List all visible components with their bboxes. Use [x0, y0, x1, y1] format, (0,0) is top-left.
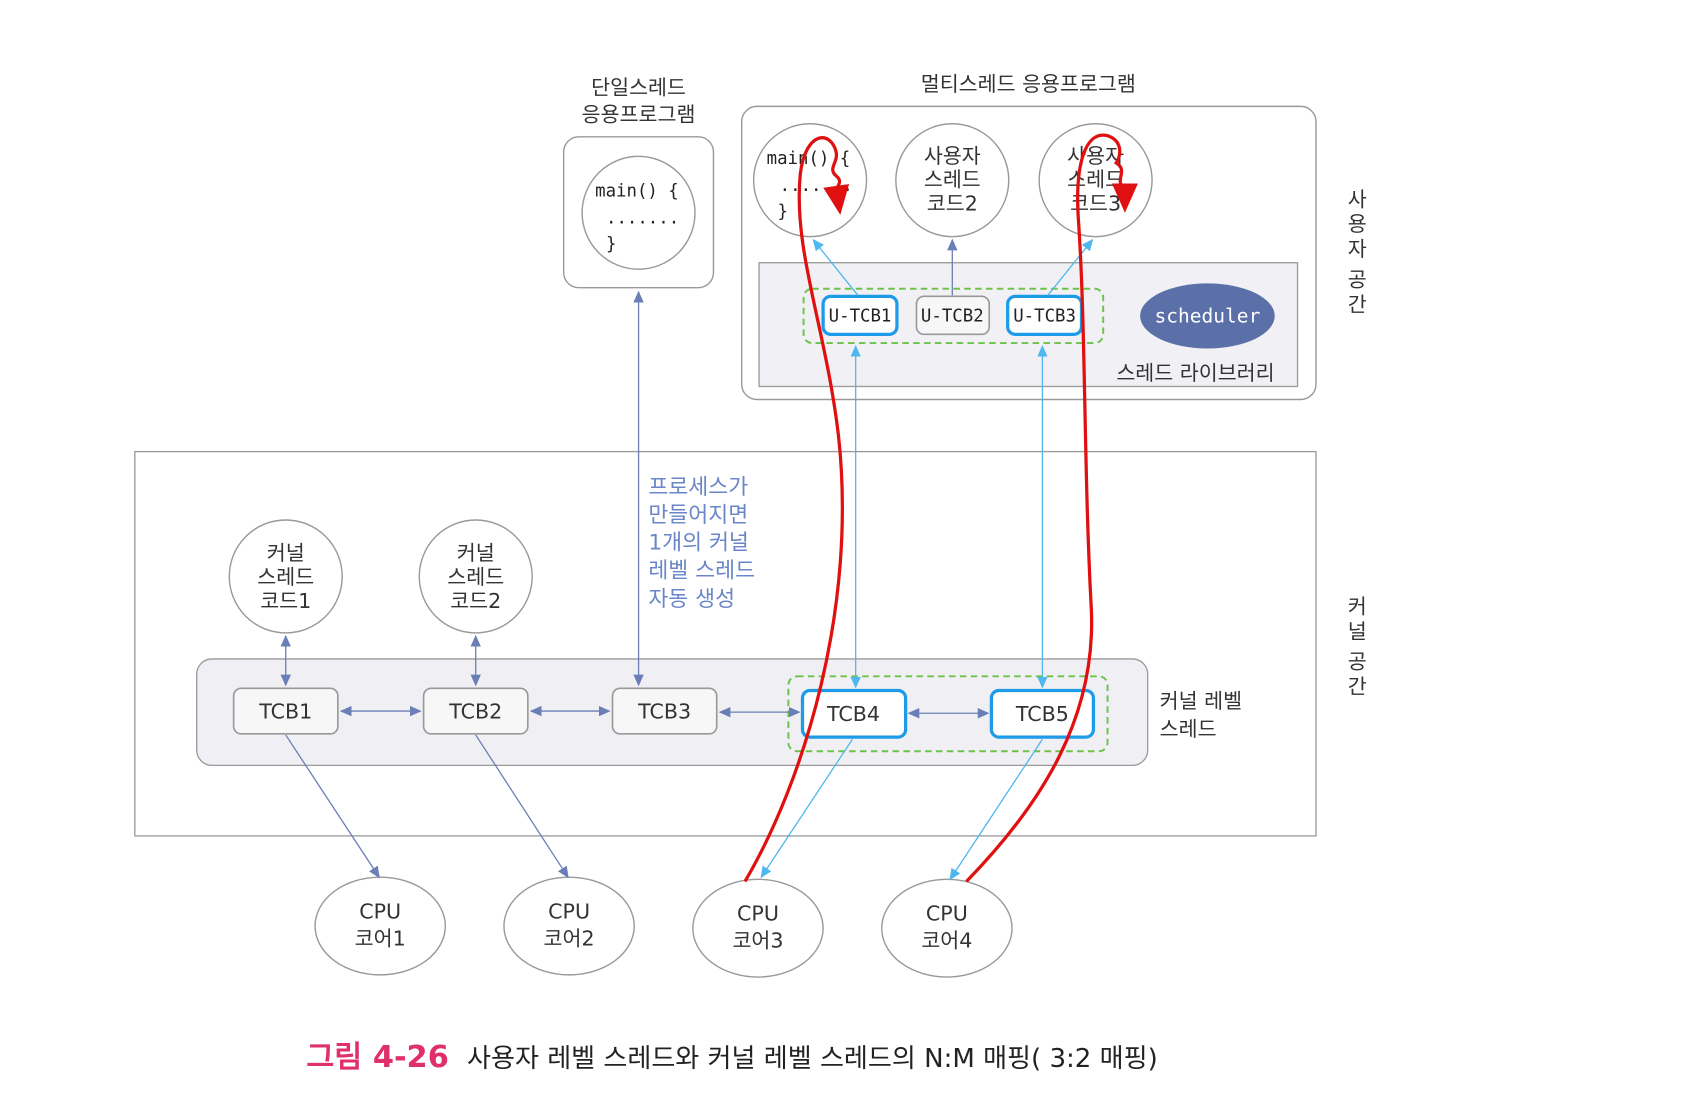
- code-line: main() {: [595, 181, 679, 201]
- svg-text:TCB4: TCB4: [826, 702, 880, 726]
- svg-text:만들어지면: 만들어지면: [648, 503, 748, 528]
- code-line: .......: [606, 209, 679, 229]
- mapped-group: [802, 287, 1105, 345]
- connector-arrows: [280, 238, 1094, 881]
- kernel-level-label: 커널 레벨: [1160, 689, 1242, 713]
- svg-text:자동 생성: 자동 생성: [648, 587, 735, 612]
- svg-text:공: 공: [1348, 268, 1367, 292]
- single-title-1: 단일스레드: [591, 75, 686, 99]
- svg-text:스레드: 스레드: [924, 168, 981, 192]
- cpu-core-4: CPU 코어4: [881, 878, 1013, 978]
- cpu-core-2: CPU 코어2: [503, 876, 635, 976]
- multi-title: 멀티스레드 응용프로그램: [921, 72, 1136, 96]
- svg-text:용: 용: [1348, 212, 1367, 236]
- svg-text:TCB2: TCB2: [448, 700, 502, 724]
- svg-text:TCB5: TCB5: [1015, 702, 1069, 726]
- tcb3: TCB3: [611, 687, 718, 735]
- caption-number: 그림 4-26: [306, 1040, 448, 1075]
- u-tcb1: U-TCB1: [821, 294, 899, 336]
- svg-text:CPU: CPU: [548, 899, 590, 923]
- svg-text:커널: 커널: [457, 541, 495, 565]
- svg-text:자: 자: [1348, 237, 1367, 261]
- u-tcb2: U-TCB2: [915, 295, 991, 336]
- execution-flow-core4: [965, 133, 1138, 883]
- code-line: }: [606, 235, 616, 255]
- execution-flow-core3: [743, 136, 850, 883]
- cpu-core-3: CPU 코어3: [692, 878, 824, 978]
- cpu-core-1: CPU 코어1: [314, 876, 447, 976]
- svg-text:1개의 커널: 1개의 커널: [648, 530, 749, 555]
- caption-text: 사용자 레벨 스레드와 커널 레벨 스레드의 N:M 매핑( 3:2 매핑): [467, 1044, 1158, 1074]
- svg-text:커: 커: [1348, 594, 1367, 618]
- code-line: .......: [780, 176, 853, 196]
- user-thread-3: 사용자 스레드 코드3: [1038, 123, 1153, 238]
- scheduler-label: scheduler: [1154, 304, 1260, 327]
- svg-text:코어2: 코어2: [544, 927, 595, 951]
- kernel-space-label: 커널 공간: [1348, 594, 1367, 698]
- svg-text:커널: 커널: [267, 541, 305, 565]
- svg-text:프로세스가: 프로세스가: [648, 475, 748, 500]
- svg-text:사: 사: [1348, 187, 1367, 211]
- single-title-2: 응용프로그램: [582, 103, 696, 127]
- svg-text:널: 널: [1348, 619, 1367, 643]
- tcb1: TCB1: [232, 687, 339, 735]
- svg-text:레벨 스레드: 레벨 스레드: [648, 559, 755, 584]
- user-space-label: 사용자 공간: [1348, 187, 1367, 316]
- svg-text:TCB3: TCB3: [637, 700, 691, 724]
- svg-text:사용자: 사용자: [1067, 144, 1124, 168]
- svg-text:U-TCB2: U-TCB2: [921, 306, 984, 326]
- user-thread-2: 사용자 스레드 코드2: [895, 123, 1010, 238]
- library-label: 스레드 라이브러리: [1116, 361, 1274, 385]
- svg-text:코드2: 코드2: [927, 192, 978, 216]
- u-tcb3: U-TCB3: [1006, 294, 1084, 336]
- svg-text:스레드: 스레드: [1067, 168, 1124, 192]
- svg-text:CPU: CPU: [926, 902, 968, 926]
- svg-text:CPU: CPU: [359, 899, 401, 923]
- svg-text:CPU: CPU: [737, 902, 779, 926]
- single-main-circle: [581, 155, 696, 270]
- kernel-level-label: 스레드: [1160, 717, 1217, 741]
- svg-text:사용자: 사용자: [924, 144, 981, 168]
- svg-text:간: 간: [1348, 293, 1367, 317]
- svg-text:TCB1: TCB1: [258, 700, 312, 724]
- svg-text:스레드: 스레드: [447, 565, 504, 589]
- svg-text:코어4: 코어4: [921, 929, 972, 953]
- svg-text:코드2: 코드2: [450, 589, 501, 613]
- tcb4: TCB4: [800, 688, 908, 739]
- svg-text:공: 공: [1348, 650, 1367, 674]
- kernel-space-box: [134, 450, 1317, 837]
- svg-text:U-TCB1: U-TCB1: [829, 306, 892, 326]
- tcb2: TCB2: [422, 687, 529, 735]
- code-line: main() {: [767, 149, 851, 169]
- svg-text:스레드: 스레드: [257, 565, 314, 589]
- svg-text:코어3: 코어3: [732, 929, 783, 953]
- code-line: }: [778, 202, 788, 222]
- svg-text:코어1: 코어1: [355, 927, 406, 951]
- svg-text:코드1: 코드1: [260, 589, 311, 613]
- svg-text:간: 간: [1348, 675, 1367, 699]
- tcb5: TCB5: [989, 688, 1096, 739]
- scheduler: [1140, 283, 1275, 349]
- svg-text:U-TCB3: U-TCB3: [1013, 306, 1076, 326]
